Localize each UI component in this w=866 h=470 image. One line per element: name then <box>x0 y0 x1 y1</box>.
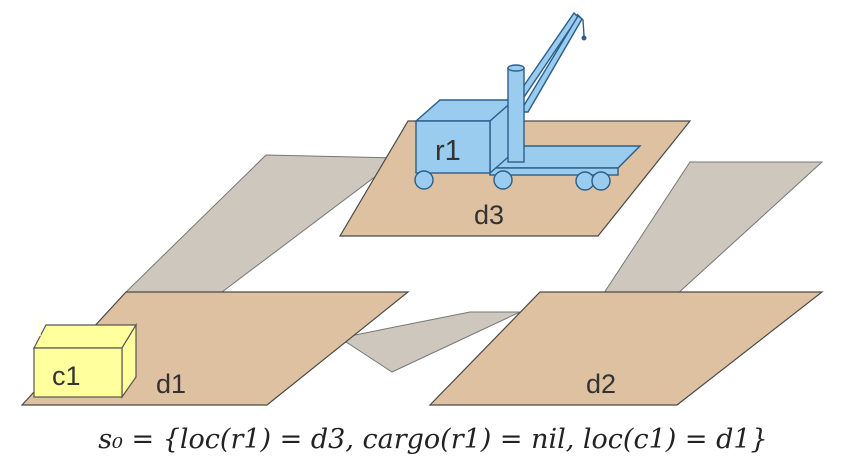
dock-d2-label: d2 <box>586 369 616 399</box>
dock-d2 <box>428 291 824 406</box>
container-c1-label: c1 <box>52 361 81 391</box>
state-formula: s₀ = {loc(r1) = d3, cargo(r1) = nil, loc… <box>98 424 768 455</box>
robot-r1-label: r1 <box>435 135 461 167</box>
dock-d1-label: d1 <box>156 369 186 399</box>
robot-r1: r1 <box>414 11 642 191</box>
dock-d3-label: d3 <box>474 200 504 230</box>
container-c1: c1 <box>33 318 138 399</box>
